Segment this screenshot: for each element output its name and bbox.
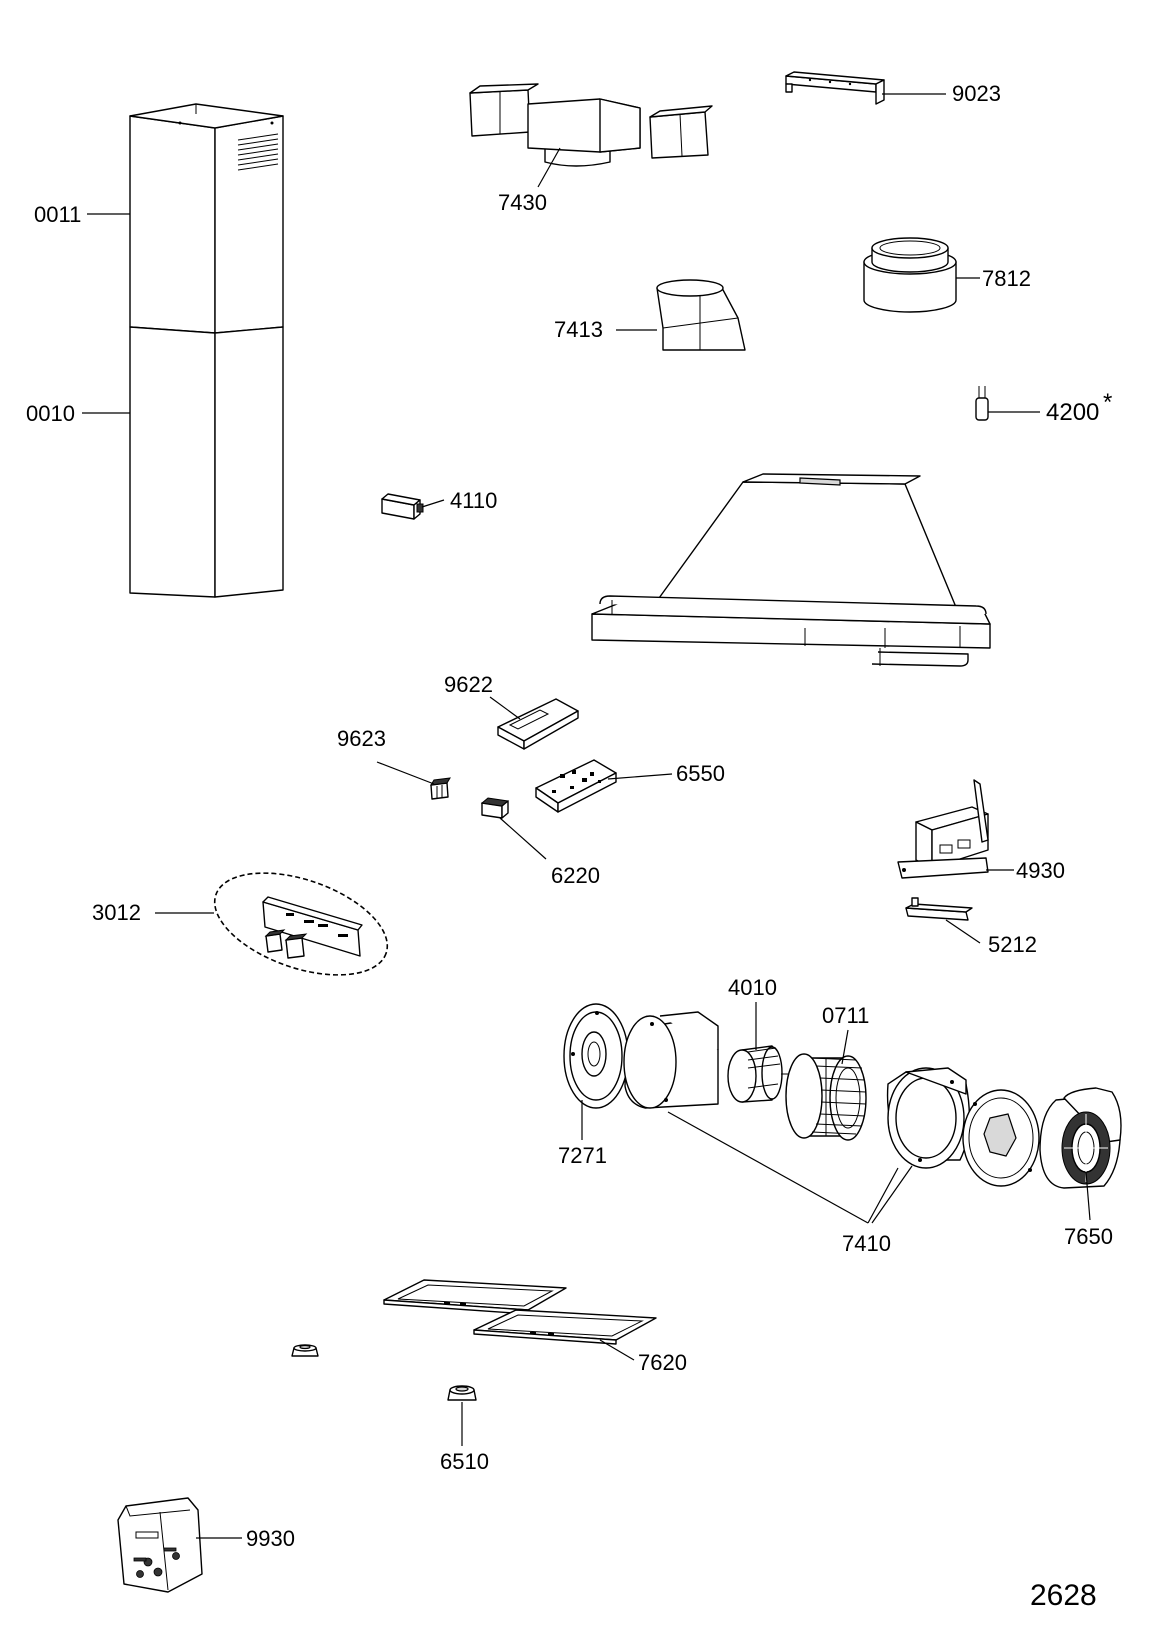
label-0010: 0010 xyxy=(26,401,75,426)
label-6550: 9623 xyxy=(337,726,386,751)
round-collar-icon xyxy=(863,237,957,313)
accessory-bag-icon xyxy=(117,1497,203,1593)
grease-filter-icon xyxy=(383,1279,657,1345)
hood-canopy-icon xyxy=(591,473,991,667)
lower-chimney-icon xyxy=(129,326,284,598)
duct-connector-icon xyxy=(469,83,713,167)
label-9622: 9622 xyxy=(444,672,493,697)
label-4110: 4110 xyxy=(450,488,497,513)
label-7410: 7410 xyxy=(842,1231,891,1256)
upper-chimney-icon xyxy=(129,103,284,334)
label-9930: 9930 xyxy=(246,1526,295,1551)
duct-adapter-icon xyxy=(656,279,746,351)
label-9623: 6550 xyxy=(676,761,725,786)
label-0011: 0011 xyxy=(34,202,81,227)
label-7620: 7620 xyxy=(638,1350,687,1375)
transformer-icon xyxy=(381,493,424,520)
bulb-icon xyxy=(975,386,989,421)
motor-icon xyxy=(727,1045,790,1103)
label-0711: 7271 xyxy=(558,1143,607,1168)
label-7812: 7812 xyxy=(982,266,1031,291)
diagram-number: 2628 xyxy=(1030,1579,1097,1612)
label-3012: 3012 xyxy=(92,900,141,925)
mounting-ring-icon xyxy=(962,1089,1040,1187)
label-6220: 6220 xyxy=(551,863,600,888)
label-4200-asterisk: * xyxy=(1103,389,1112,416)
label-4010: 4010 xyxy=(728,975,777,1000)
motor-plate-icon xyxy=(563,1003,629,1109)
label-5212: 5212 xyxy=(988,932,1037,957)
fan-wheel-icon xyxy=(785,1053,867,1141)
carbon-filter-icon xyxy=(1039,1087,1122,1189)
control-panel-kit-icon xyxy=(213,872,389,976)
label-9023: 9023 xyxy=(952,81,1001,106)
control-board-icon xyxy=(535,759,617,813)
label-7650: 7650 xyxy=(1064,1224,1113,1249)
lamp-holder-bracket-icon xyxy=(897,779,989,879)
label-4930: 4930 xyxy=(1016,858,1065,883)
blower-housing-icon xyxy=(623,1011,971,1169)
clip-icon xyxy=(905,897,973,921)
label-7430: 7430 xyxy=(498,190,547,215)
pcb-cover-icon xyxy=(497,698,579,750)
label-6510: 6510 xyxy=(440,1449,489,1474)
label-7271: 0711 xyxy=(822,1003,869,1028)
knob-foot-icon xyxy=(291,1344,477,1401)
connector-icon xyxy=(480,797,510,819)
switch-icon xyxy=(430,777,451,800)
mounting-bracket-icon xyxy=(785,71,885,105)
label-4200: 4200 xyxy=(1046,399,1099,426)
label-7413: 7413 xyxy=(554,317,603,342)
